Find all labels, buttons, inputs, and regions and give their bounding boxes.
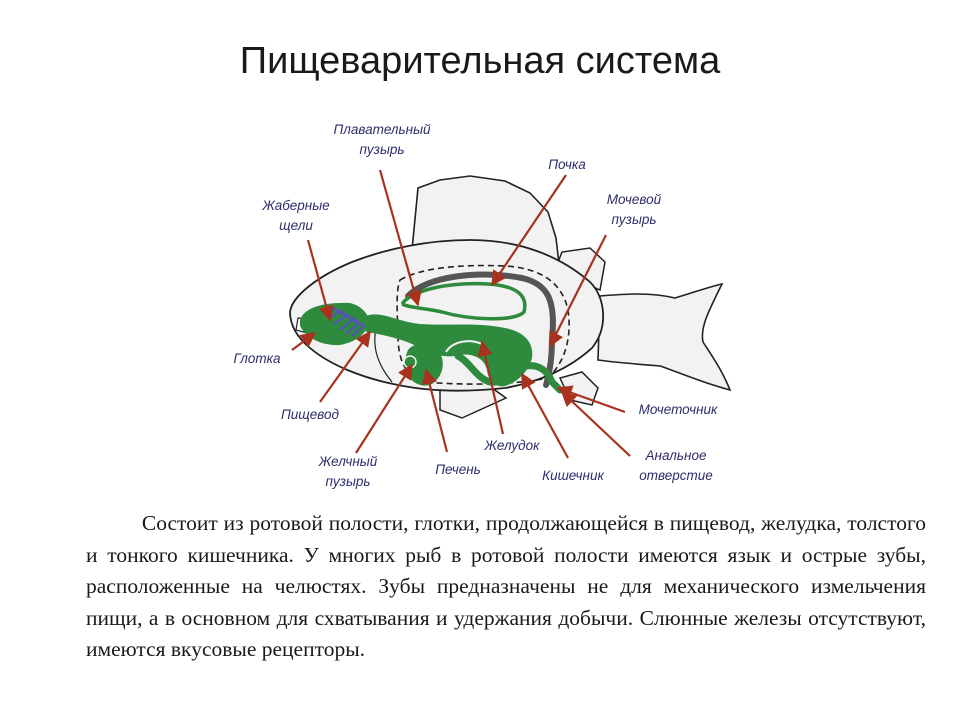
pointer-kidney [491, 174, 567, 287]
pointer-liver [421, 368, 449, 453]
label-urinary-bladder-line2: пузырь [611, 212, 657, 227]
label-anus-line2: отверстие [639, 468, 713, 483]
label-gallbladder: Желчный пузырь [300, 452, 396, 492]
label-stomach: Желудок [484, 438, 540, 453]
label-pharynx: Глотка [233, 351, 281, 366]
label-gallbladder-line1: Желчный [318, 454, 378, 469]
pointer-urinary-bladder [549, 234, 607, 348]
pointer-pharynx [291, 332, 317, 351]
label-gill-slits-line2: щели [279, 218, 313, 233]
description-paragraph: Состоит из ротовой полости, глотки, прод… [86, 511, 926, 661]
pointer-arrows [291, 169, 631, 459]
swim-bladder-organ [400, 281, 527, 321]
label-urinary-bladder: Мочевой пузырь [584, 190, 684, 230]
label-gallbladder-line2: пузырь [325, 474, 371, 489]
slide-title: Пищеварительная система [239, 40, 721, 82]
label-liver: Печень [435, 462, 481, 477]
label-kidney: Почка [548, 157, 586, 172]
label-anus: Анальное отверстие [624, 446, 728, 486]
pointer-gallbladder [355, 363, 413, 454]
label-swim-bladder-line1: Плавательный [333, 122, 431, 137]
label-anus-line1: Анальное [645, 448, 707, 463]
fish-anatomy-diagram [289, 169, 732, 459]
label-gill-slits-line1: Жаберные [262, 198, 330, 213]
intestine-organ [454, 352, 564, 394]
pointer-gill-slits [306, 239, 334, 322]
esophagus-stomach-organ [366, 314, 533, 387]
pointer-esophagus [319, 330, 371, 403]
label-urinary-bladder-line1: Мочевой [606, 192, 662, 207]
label-intestine: Кишечник [542, 468, 604, 483]
pointer-anus [560, 390, 631, 457]
label-esophagus: Пищевод [280, 407, 339, 422]
gill-arches [327, 304, 366, 337]
label-ureter: Мочеточник [638, 402, 718, 417]
label-swim-bladder-line2: пузырь [359, 142, 405, 157]
label-swim-bladder: Плавательный пузырь [316, 120, 448, 160]
kidney-organ [405, 271, 556, 388]
caudal-fin [597, 282, 732, 392]
pointer-stomach [477, 340, 505, 435]
pointer-swim-bladder [378, 169, 422, 307]
pointer-intestine [521, 372, 569, 459]
label-gill-slits: Жаберные щели [246, 196, 346, 236]
